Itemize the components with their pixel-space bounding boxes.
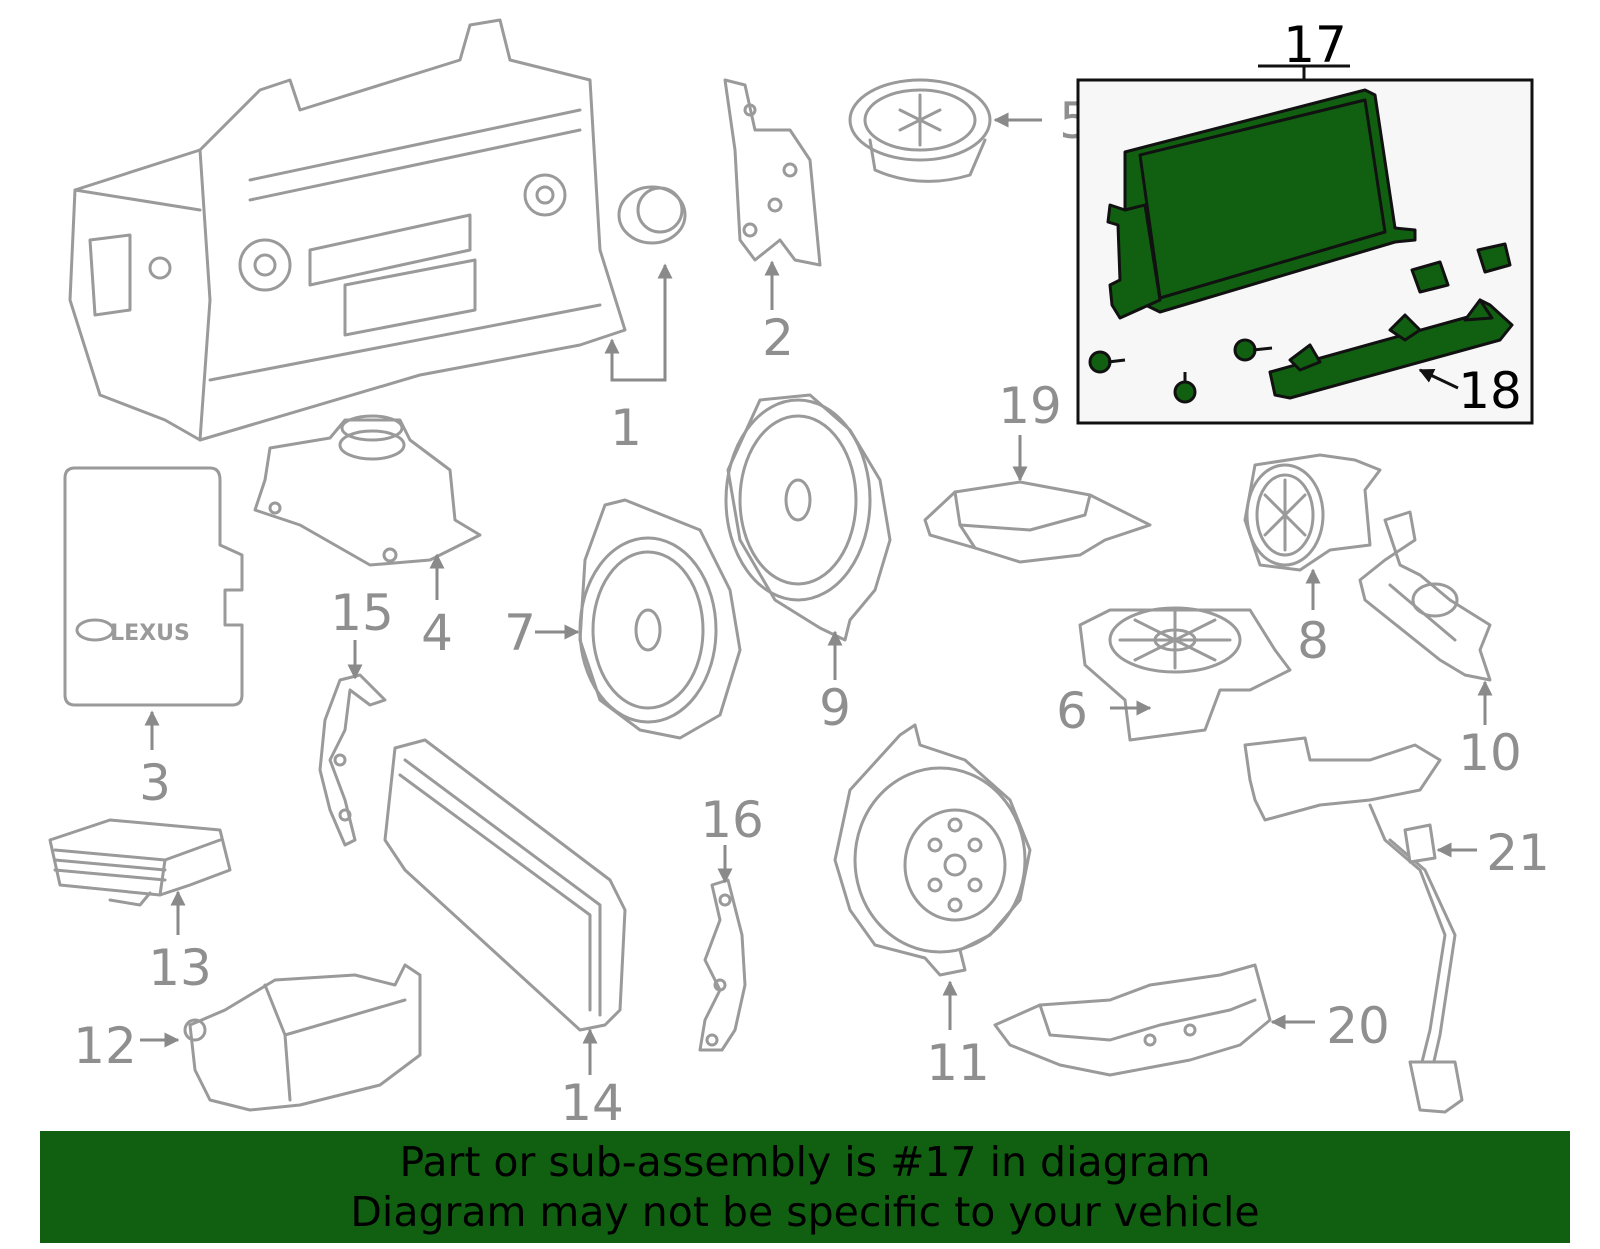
part-3-manual: LEXUS — [63, 466, 244, 707]
part-7-speaker — [578, 498, 742, 740]
lexus-logo-text: LEXUS — [110, 621, 190, 646]
callout-3: 3 — [139, 754, 171, 812]
callout-20: 20 — [1326, 997, 1390, 1055]
part-1-head-unit — [68, 18, 627, 442]
callout-7: 7 — [504, 604, 536, 662]
callout-12: 12 — [73, 1017, 137, 1075]
part-13-module — [48, 818, 232, 907]
part-2-bracket — [723, 78, 822, 267]
part-11-subwoofer — [833, 723, 1032, 977]
callout-8: 8 — [1297, 612, 1329, 670]
part-8-tweeter — [1243, 453, 1382, 572]
callout-19: 19 — [998, 377, 1062, 435]
callout-15: 15 — [330, 584, 394, 642]
part-4-controller — [253, 414, 482, 567]
callout-2: 2 — [762, 309, 794, 367]
part-19-module — [923, 480, 1152, 564]
callout-16: 16 — [700, 791, 764, 849]
callout-6: 6 — [1056, 682, 1088, 740]
callout-14: 14 — [560, 1074, 624, 1132]
part-12-module — [183, 963, 422, 1112]
part-1-knob — [617, 185, 687, 245]
banner-line-1: Part or sub-assembly is #17 in diagram — [399, 1138, 1211, 1186]
part-17-display-assembly — [1088, 88, 1512, 404]
callout-17: 17 — [1283, 16, 1347, 74]
callout-9: 9 — [819, 679, 851, 737]
part-20-bracket — [993, 963, 1272, 1077]
inset-17-18: 17 18 — [1076, 16, 1534, 425]
part-21-harness — [1243, 736, 1464, 1114]
banner-line-2: Diagram may not be specific to your vehi… — [350, 1188, 1260, 1236]
part-5-tweeter — [848, 78, 992, 183]
part-16-bracket — [698, 878, 747, 1052]
part-6-speaker — [1078, 606, 1292, 742]
callout-11: 11 — [926, 1034, 990, 1092]
part-10-sensor — [1358, 510, 1492, 682]
part-18-mounting-bracket — [1268, 298, 1514, 400]
part-9-speaker — [724, 393, 892, 642]
callout-1: 1 — [610, 399, 642, 457]
callout-13: 13 — [148, 939, 212, 997]
callout-10: 10 — [1458, 724, 1522, 782]
info-banner: Part or sub-assembly is #17 in diagram D… — [40, 1131, 1570, 1243]
part-15-bracket — [318, 673, 387, 847]
part-14-amplifier — [383, 738, 627, 1032]
callout-4: 4 — [421, 604, 453, 662]
callout-18: 18 — [1458, 362, 1522, 420]
callout-21: 21 — [1486, 824, 1550, 882]
